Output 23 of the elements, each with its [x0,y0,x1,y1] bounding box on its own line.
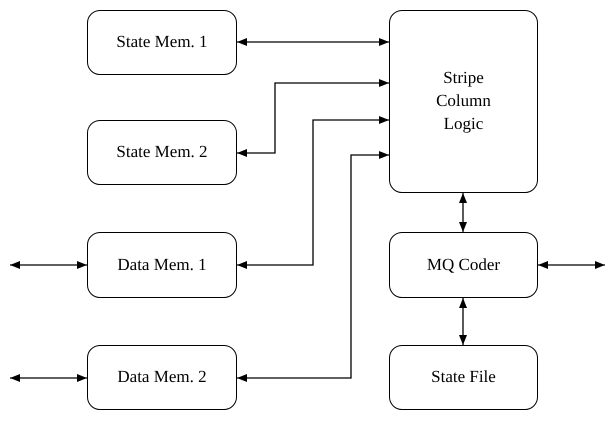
double-arrow [237,79,389,157]
double-arrow [10,374,87,382]
double-arrow [538,261,605,269]
block-box [87,10,237,75]
double-arrow [237,116,389,269]
block-box [87,232,237,298]
block-label: State File [431,366,496,388]
double-arrow [237,38,389,46]
double-arrow [459,193,467,232]
block-box [87,345,237,410]
double-arrow [459,298,467,345]
block-box [389,10,538,193]
block-label: State Mem. 1 [116,31,208,54]
double-arrow [10,261,87,269]
block-label: Data Mem. 1 [117,254,207,276]
block-label: MQ Coder [426,254,500,276]
block-box [389,345,538,410]
block-box [87,120,237,185]
block-label: State Mem. 2 [116,141,208,164]
block-label: Stripe Column Logic [435,67,492,135]
double-arrow [237,151,389,382]
block-box [389,232,538,298]
block-label: Data Mem. 2 [117,366,207,388]
